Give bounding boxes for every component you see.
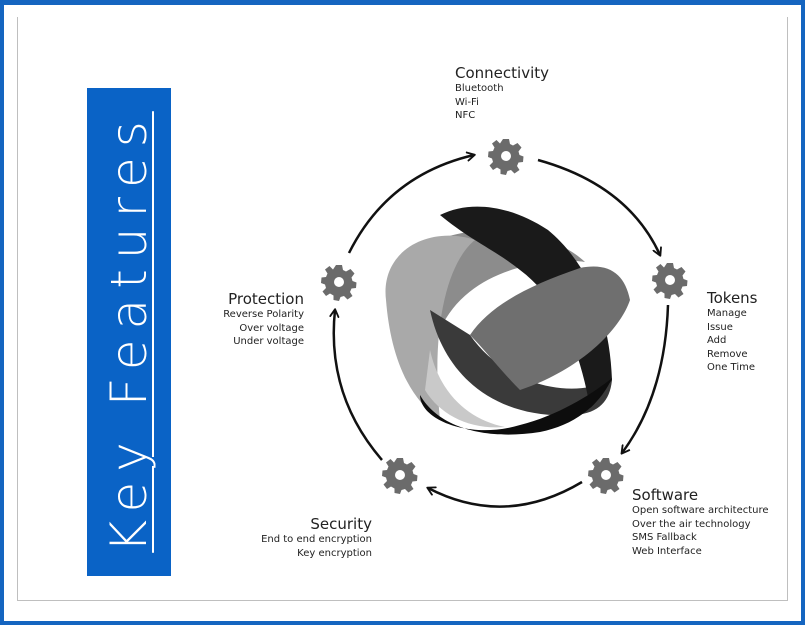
- border-bottom: [0, 621, 805, 625]
- feature-item: One Time: [707, 362, 756, 373]
- feature-title: Tokens: [707, 289, 758, 307]
- tokens-gear-icon: [652, 263, 688, 299]
- title-banner: Key Features: [87, 88, 171, 576]
- arrow-security-to-protection: [334, 310, 383, 461]
- feature-item: Issue: [707, 321, 733, 333]
- software-gear-icon: [588, 458, 624, 494]
- feature-protection: Protection Reverse Polarity Over voltage…: [196, 290, 304, 349]
- feature-title: Protection: [228, 290, 304, 308]
- feature-item: Key encryption: [297, 547, 372, 559]
- feature-item: Under voltage: [233, 336, 304, 347]
- inner-frame-bottom: [17, 600, 788, 601]
- border-left: [0, 0, 4, 625]
- feature-item: NFC: [455, 110, 476, 121]
- feature-item: Wi-Fi: [455, 96, 479, 108]
- connectivity-gear-icon: [488, 139, 524, 175]
- feature-item: Web Interface: [632, 545, 702, 557]
- security-gear-icon: [382, 458, 418, 494]
- feature-item: Remove: [707, 348, 748, 360]
- feature-security: Security End to end encryption Key encry…: [240, 515, 372, 560]
- feature-item: Add: [707, 335, 727, 346]
- feature-item: SMS Fallback: [632, 532, 697, 543]
- feature-item: Manage: [707, 308, 747, 319]
- feature-item: Over voltage: [239, 322, 304, 334]
- arrow-protection-to-connectivity: [347, 155, 474, 254]
- inner-frame-right: [787, 17, 788, 601]
- feature-title: Software: [632, 486, 699, 504]
- inner-frame-left: [17, 17, 18, 601]
- feature-title: Security: [310, 515, 372, 533]
- feature-item: Bluetooth: [455, 83, 504, 94]
- arrow-tokens-to-software: [622, 304, 670, 453]
- feature-item: End to end encryption: [261, 534, 372, 545]
- feature-title: Connectivity: [455, 64, 549, 82]
- feature-software: Software Open software architecture Over…: [632, 486, 769, 558]
- feature-item: Over the air technology: [632, 518, 751, 530]
- interlocking-bands-logo: [385, 206, 630, 435]
- feature-item: Reverse Polarity: [223, 309, 304, 320]
- feature-item: Open software architecture: [632, 505, 769, 516]
- arrow-connectivity-to-tokens: [537, 158, 660, 255]
- feature-tokens: Tokens Manage Issue Add Remove One Time: [707, 289, 758, 375]
- border-right: [801, 0, 805, 625]
- protection-gear-icon: [321, 265, 357, 301]
- arrow-software-to-security: [428, 480, 583, 508]
- border-top: [0, 0, 805, 5]
- feature-connectivity: Connectivity Bluetooth Wi-Fi NFC: [455, 64, 549, 123]
